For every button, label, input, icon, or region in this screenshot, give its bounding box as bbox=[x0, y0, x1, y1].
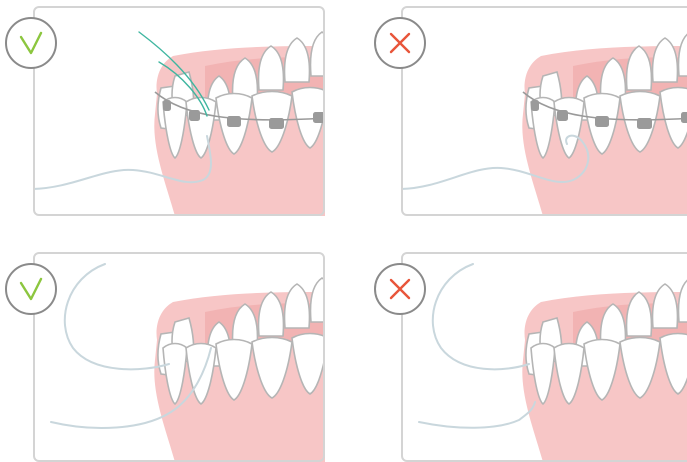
incorrect-badge bbox=[374, 17, 426, 69]
correct-badge bbox=[5, 17, 57, 69]
check-icon bbox=[17, 275, 45, 303]
panel-frame bbox=[401, 6, 687, 216]
panel-plain-correct bbox=[33, 252, 325, 462]
check-stroke bbox=[21, 33, 41, 53]
correct-badge bbox=[5, 263, 57, 315]
cross-icon bbox=[386, 29, 414, 57]
panel-plain-incorrect bbox=[401, 252, 687, 462]
panel-braces-correct bbox=[33, 6, 325, 216]
panel-frame bbox=[401, 252, 687, 462]
incorrect-badge bbox=[374, 263, 426, 315]
cross-stroke bbox=[391, 34, 409, 52]
check-icon bbox=[17, 29, 45, 57]
panel-frame bbox=[33, 252, 325, 462]
cross-icon bbox=[386, 275, 414, 303]
check-stroke bbox=[21, 279, 41, 299]
panel-frame bbox=[33, 6, 325, 216]
cross-stroke bbox=[391, 280, 409, 298]
panel-braces-incorrect bbox=[401, 6, 687, 216]
